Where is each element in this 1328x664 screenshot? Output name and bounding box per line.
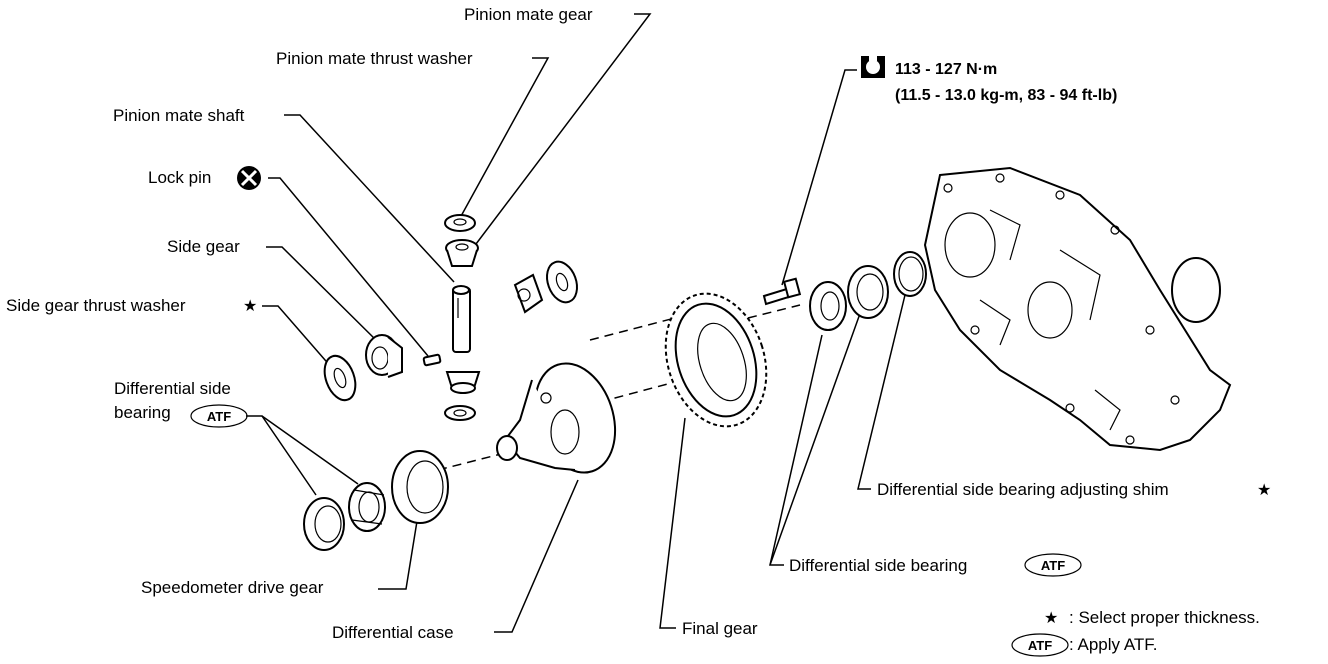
label-pinion-mate-gear: Pinion mate gear [464,5,593,24]
label-differential-case: Differential case [332,623,454,642]
transaxle-housing [923,166,1232,452]
speedometer-drive-gear [391,450,449,524]
atf-badge-left-text: ATF [207,409,231,424]
pinion-mate-shaft [452,285,471,353]
pinion-mate-thrust-washer-top [444,214,476,232]
label-side-gear: Side gear [167,237,240,256]
label-side-gear-thrust-washer: Side gear thrust washer [6,296,186,315]
lock-pin [422,353,442,367]
pinion-mate-thrust-washer-bottom [444,405,476,421]
pinion-mate-gear-bottom [445,371,481,394]
atf-badge-legend: ATF [1011,633,1069,657]
side-gear-left [365,334,403,378]
pinion-mate-gear-top [445,239,479,267]
side-gear-thrust-washer-right [546,260,578,304]
final-gear-bolt [762,277,802,306]
label-pinion-mate-shaft: Pinion mate shaft [113,106,245,125]
star-icon-legend: ★ [1044,610,1058,627]
atf-badge-right: ATF [1024,553,1082,577]
atf-badge-right-text: ATF [1041,558,1065,573]
label-pinion-mate-thrust-washer: Pinion mate thrust washer [276,49,473,68]
final-gear [664,292,768,428]
side-gear-right [513,273,544,314]
atf-badge-left: ATF [190,404,248,428]
differential-side-bearing-adjusting-shim [893,251,927,297]
torque-spec-line1: 113 - 127 N·m [895,61,997,78]
torque-wrench-icon [861,56,885,78]
differential-side-bearing-left-cup [303,497,345,551]
differential-side-bearing-right-cone [809,281,847,331]
legend-atf-text: : Apply ATF. [1069,635,1158,654]
differential-case [496,362,617,474]
differential-side-bearing-right-cup [847,265,889,319]
label-speedometer-drive-gear: Speedometer drive gear [141,578,324,597]
label-diff-side-bearing-adjusting-shim: Differential side bearing adjusting shim [877,480,1169,499]
star-icon-side-gear-washer: ★ [243,298,257,315]
side-gear-thrust-washer-left [323,354,357,402]
do-not-reuse-icon [237,166,261,190]
label-diff-side-bearing-line1: Differential side [114,379,231,398]
label-lock-pin: Lock pin [148,168,211,187]
torque-spec-line2: (11.5 - 13.0 kg-m, 83 - 94 ft-lb) [895,87,1117,104]
label-diff-side-bearing-line2: bearing [114,403,171,422]
label-diff-side-bearing-right: Differential side bearing [789,556,967,575]
differential-side-bearing-left-cone [348,482,386,532]
label-final-gear: Final gear [682,619,758,638]
legend-star-text: : Select proper thickness. [1069,608,1260,627]
star-icon-adjusting-shim: ★ [1257,482,1271,499]
leader-lines [246,13,906,633]
atf-badge-legend-text: ATF [1028,638,1052,653]
